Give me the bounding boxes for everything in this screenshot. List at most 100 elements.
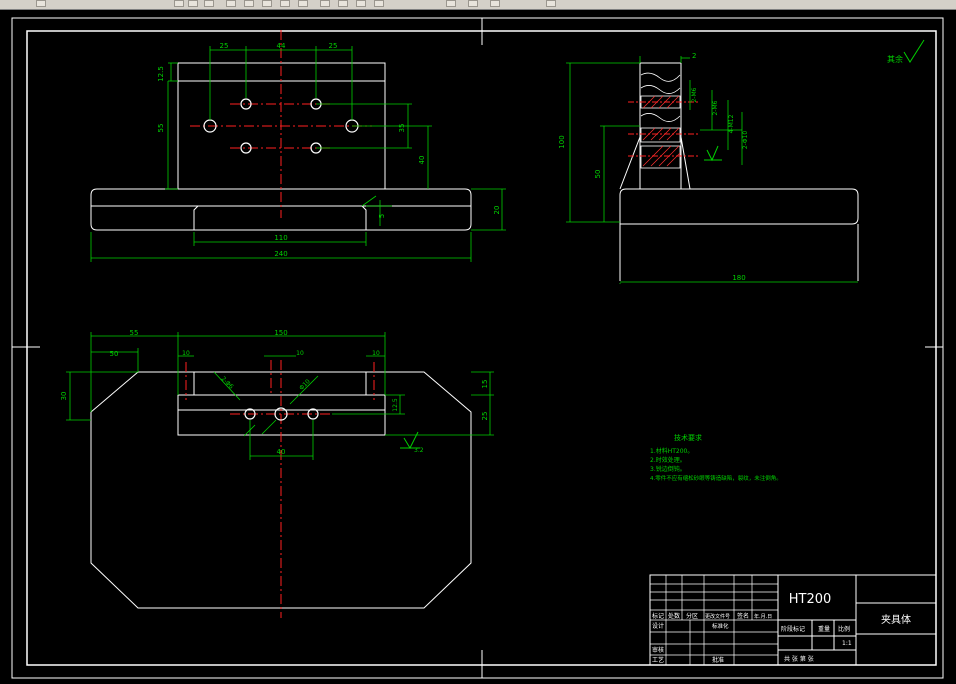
- dim-5: 5: [378, 214, 386, 218]
- tb-change-file: 更改文件号: [705, 613, 730, 620]
- centering-marks: [12, 18, 943, 678]
- tb-part-name: 夹具体: [881, 613, 911, 626]
- dim-40-bottom: 40: [277, 448, 286, 456]
- zoom-icon[interactable]: [338, 0, 348, 7]
- tb-weight: 重量: [818, 625, 830, 633]
- design-center-icon[interactable]: [468, 0, 478, 7]
- open-icon[interactable]: [174, 0, 184, 7]
- bottom-outline: [90, 371, 472, 609]
- bottom-view: 55 50 150 10 10 10 30 15 25 12.5 40 2-Φ6…: [60, 329, 494, 618]
- tb-standardization: 标准化: [712, 622, 729, 630]
- tech-requirements: 技术要求 1.材料HT200。 2.时效处理。 3.锐边倒钝。 4.零件不应有缩…: [650, 433, 782, 482]
- tb-stage: 阶段标记: [781, 625, 805, 633]
- tb-scale-label: 比例: [838, 625, 850, 633]
- dim-30: 30: [60, 392, 68, 401]
- dim-2: 2: [692, 52, 696, 60]
- properties-icon[interactable]: [446, 0, 456, 7]
- tb-review: 审核: [652, 646, 664, 654]
- top-view-dimensions: [90, 46, 506, 262]
- top-view: 25 44 25 12.5 55 35 40 20 5 110 240: [90, 30, 506, 262]
- base-plate-outline: [90, 188, 472, 231]
- bottom-hole-left: [244, 408, 256, 420]
- title-block: 标记 处数 分区 更改文件号 签名 年.月.日 设计 标准化 审核 工艺 批准 …: [649, 574, 937, 666]
- dim-12-5-bottom: 12.5: [392, 398, 399, 412]
- dim-100: 100: [558, 135, 566, 148]
- undo-icon[interactable]: [280, 0, 290, 7]
- dim-10-mid: 10: [296, 350, 304, 357]
- dim-15: 15: [481, 380, 489, 389]
- tech-line-2: 2.时效处理。: [650, 456, 686, 464]
- roughness-symbol-icon: [903, 39, 925, 63]
- hole-upper-left: [240, 98, 252, 110]
- tb-material: HT200: [789, 592, 832, 607]
- pan-icon[interactable]: [320, 0, 330, 7]
- hole-callout-1: 2-Φ6: [219, 375, 234, 390]
- bottom-centerlines: [185, 360, 375, 618]
- side-section-hatch: [628, 72, 700, 169]
- dim-25: 25: [481, 412, 489, 421]
- dim-25-left: 25: [220, 42, 229, 50]
- dim-12-5: 12.5: [157, 66, 165, 82]
- bottom-hole-center: [274, 407, 288, 421]
- hole-callout-2: Φ10: [298, 378, 312, 392]
- tool-palette-icon[interactable]: [490, 0, 500, 7]
- dim-hole-c: 4-M12: [728, 114, 735, 133]
- dim-44: 44: [277, 42, 286, 50]
- engineering-drawing: 25 44 25 12.5 55 35 40 20 5 110 240: [11, 17, 944, 679]
- paste-icon[interactable]: [262, 0, 272, 7]
- standard-toolbar: [0, 0, 956, 10]
- roughness-note: 其余: [887, 54, 903, 64]
- new-icon[interactable]: [36, 0, 46, 7]
- dim-hole-a: 2-M6: [691, 87, 698, 102]
- tb-approve: 批准: [712, 656, 724, 664]
- dim-10-right: 10: [372, 350, 380, 357]
- dim-180: 180: [732, 274, 745, 282]
- dim-35: 35: [398, 124, 406, 133]
- print-icon[interactable]: [204, 0, 214, 7]
- dim-240: 240: [274, 250, 287, 258]
- dim-50-bottom: 50: [110, 350, 119, 358]
- redo-icon[interactable]: [298, 0, 308, 7]
- side-view-dimensions: [566, 56, 858, 284]
- tb-date: 年.月.日: [754, 613, 772, 620]
- side-view: 2 100 50 180 2-M6 2-M6 4-M12 2-Φ10 其余: [558, 39, 925, 284]
- tb-count: 处数: [668, 612, 680, 620]
- hole-lower-left: [240, 142, 252, 154]
- drawing-canvas[interactable]: 25 44 25 12.5 55 35 40 20 5 110 240: [0, 10, 956, 680]
- help-icon[interactable]: [546, 0, 556, 7]
- roughness-symbol-bottom-icon: [403, 431, 419, 450]
- copy-icon[interactable]: [244, 0, 254, 7]
- tech-line-3: 3.锐边倒钝。: [650, 465, 686, 473]
- zoom-previous-icon[interactable]: [374, 0, 384, 7]
- dim-110: 110: [274, 234, 287, 242]
- dim-55-bottom: 55: [130, 329, 139, 337]
- dim-25-right: 25: [329, 42, 338, 50]
- tb-sheet: 共 张 第 张: [784, 655, 814, 663]
- dim-50: 50: [594, 170, 602, 179]
- dim-10-left: 10: [182, 350, 190, 357]
- save-icon[interactable]: [188, 0, 198, 7]
- tb-mark: 标记: [652, 612, 664, 620]
- dim-55: 55: [157, 124, 165, 133]
- tech-title: 技术要求: [674, 433, 702, 442]
- tb-design: 设计: [652, 622, 664, 630]
- tech-line-4: 4.零件不应有缩松砂眼等铸造缺陷，裂纹，未注倒角。: [650, 474, 782, 482]
- bottom-view-dimensions: [66, 332, 494, 460]
- bottom-hole-right: [307, 408, 319, 420]
- tech-line-1: 1.材料HT200。: [650, 447, 693, 455]
- roughness-bottom: 3.2: [414, 447, 424, 454]
- zoom-window-icon[interactable]: [356, 0, 366, 7]
- tb-zone: 分区: [686, 612, 698, 620]
- tb-sign: 签名: [737, 612, 749, 620]
- dim-hole-d: 2-Φ10: [742, 131, 749, 150]
- roughness-symbol-side-icon: [706, 145, 719, 162]
- dim-hole-b: 2-M6: [712, 100, 719, 115]
- outer-border: [11, 17, 944, 679]
- dim-150: 150: [274, 329, 287, 337]
- tb-scale-value: 1:1: [842, 640, 852, 647]
- tb-process: 工艺: [652, 656, 664, 664]
- top-view-centerlines: [190, 30, 372, 218]
- cut-icon[interactable]: [226, 0, 236, 7]
- side-base-outline: [619, 188, 859, 225]
- dim-20: 20: [493, 206, 501, 215]
